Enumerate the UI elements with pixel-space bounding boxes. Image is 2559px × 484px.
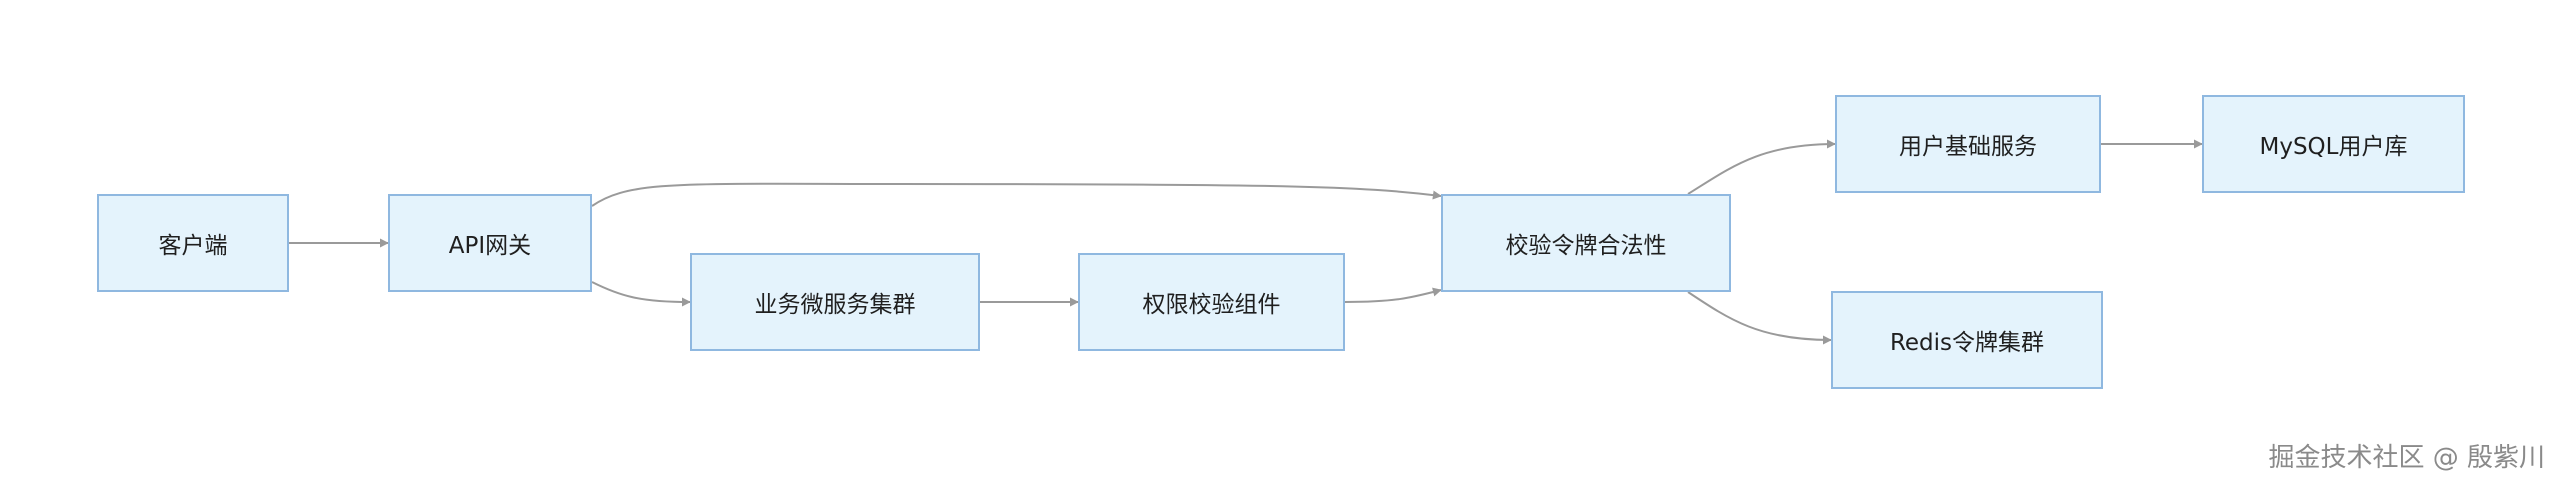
microservices-cluster-node: 业务微服务集群: [690, 253, 980, 351]
watermark: 掘金技术社区 @ 殷紫川: [2268, 443, 2545, 473]
edge-auth-validate: [1344, 287, 1442, 303]
mysql-db-node: MySQL用户库: [2202, 95, 2465, 193]
auth-component-node: 权限校验组件: [1078, 253, 1345, 351]
redis-cluster-node: Redis令牌集群: [1831, 291, 2103, 389]
edge-validate-redis: [1687, 291, 1832, 345]
edge-gateway-validate: [591, 182, 1442, 207]
client-node: 客户端: [97, 194, 289, 292]
user-service-node: 用户基础服务: [1835, 95, 2101, 193]
validate-token-node: 校验令牌合法性: [1441, 194, 1731, 292]
edge-validate-user-service: [1687, 139, 1836, 195]
edge-gateway-microservices: [591, 281, 691, 307]
api-gateway-node: API网关: [388, 194, 592, 292]
